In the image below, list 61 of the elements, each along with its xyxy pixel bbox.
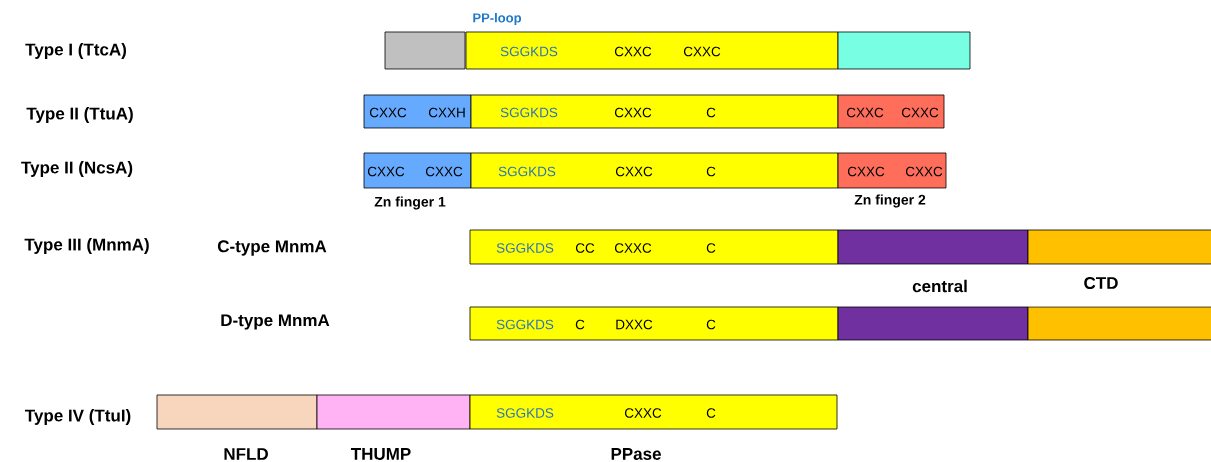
row-label: D-type MnmA <box>221 314 330 330</box>
motif-label: CXXC <box>614 243 652 253</box>
motif-label: C <box>706 107 716 118</box>
domain-label: CTD <box>1084 276 1118 289</box>
domain-box <box>469 394 838 430</box>
domain-box <box>1027 229 1211 265</box>
domain-box <box>470 152 839 189</box>
domain-box <box>156 394 318 430</box>
domain-box <box>837 152 947 189</box>
domain-box <box>363 152 472 189</box>
row-label: Type II (TtuA) <box>26 107 133 123</box>
row-label: Type II (NcsA) <box>21 161 133 177</box>
domain-box <box>837 94 945 129</box>
domain-box <box>469 229 839 265</box>
motif-label: C <box>706 166 716 177</box>
domain-box <box>1027 306 1211 341</box>
motif-label: CXXC <box>615 166 653 177</box>
domain-label: Zn finger 1 <box>374 196 446 210</box>
motif-label: SGGKDS <box>496 243 554 253</box>
domain-label: PP-loop <box>473 12 522 26</box>
motif-label: CXXC <box>846 107 884 118</box>
motif-label: CXXC <box>683 46 721 57</box>
motif-label: CXXC <box>367 166 405 177</box>
motif-label: C <box>706 408 716 418</box>
domain-box <box>837 31 971 70</box>
row-label: Type I (TtcA) <box>25 43 126 59</box>
domain-box <box>837 306 1029 341</box>
domain-label: PPase <box>611 448 661 460</box>
domain-label: central <box>912 279 967 293</box>
motif-label: DXXC <box>616 319 653 330</box>
motif-label: C <box>706 319 716 330</box>
motif-label: CXXH <box>428 107 465 118</box>
domain-label: NFLD <box>224 448 268 460</box>
row-label: C-type MnmA <box>217 240 327 256</box>
motif-label: CXXC <box>901 107 939 118</box>
domain-box <box>469 306 839 341</box>
motif-label: CXXC <box>425 166 463 177</box>
motif-label: SGGKDS <box>498 166 556 177</box>
motif-label: SGGKDS <box>500 46 558 57</box>
motif-label: CXXC <box>369 107 407 118</box>
motif-label: CXXC <box>905 166 943 177</box>
row-label: Type IV (TtuI) <box>25 409 131 425</box>
motif-label: C <box>706 243 716 253</box>
domain-box <box>316 394 471 430</box>
domain-box <box>470 94 839 129</box>
domain-box <box>465 31 839 70</box>
motif-label: SGGKDS <box>496 319 554 330</box>
motif-label: CXXC <box>847 166 885 177</box>
motif-label: CC <box>575 243 595 253</box>
row-label: Type III (MnmA) <box>24 238 149 254</box>
motif-label: CXXC <box>624 408 662 418</box>
domain-box <box>837 229 1029 265</box>
domain-box <box>384 31 466 70</box>
domain-box <box>363 94 472 129</box>
motif-label: C <box>575 319 585 330</box>
motif-label: SGGKDS <box>500 107 558 118</box>
motif-label: CXXC <box>614 107 652 118</box>
motif-label: SGGKDS <box>496 408 554 418</box>
domain-label: Zn finger 2 <box>854 194 926 208</box>
motif-label: CXXC <box>614 46 652 57</box>
domain-label: THUMP <box>351 448 411 460</box>
